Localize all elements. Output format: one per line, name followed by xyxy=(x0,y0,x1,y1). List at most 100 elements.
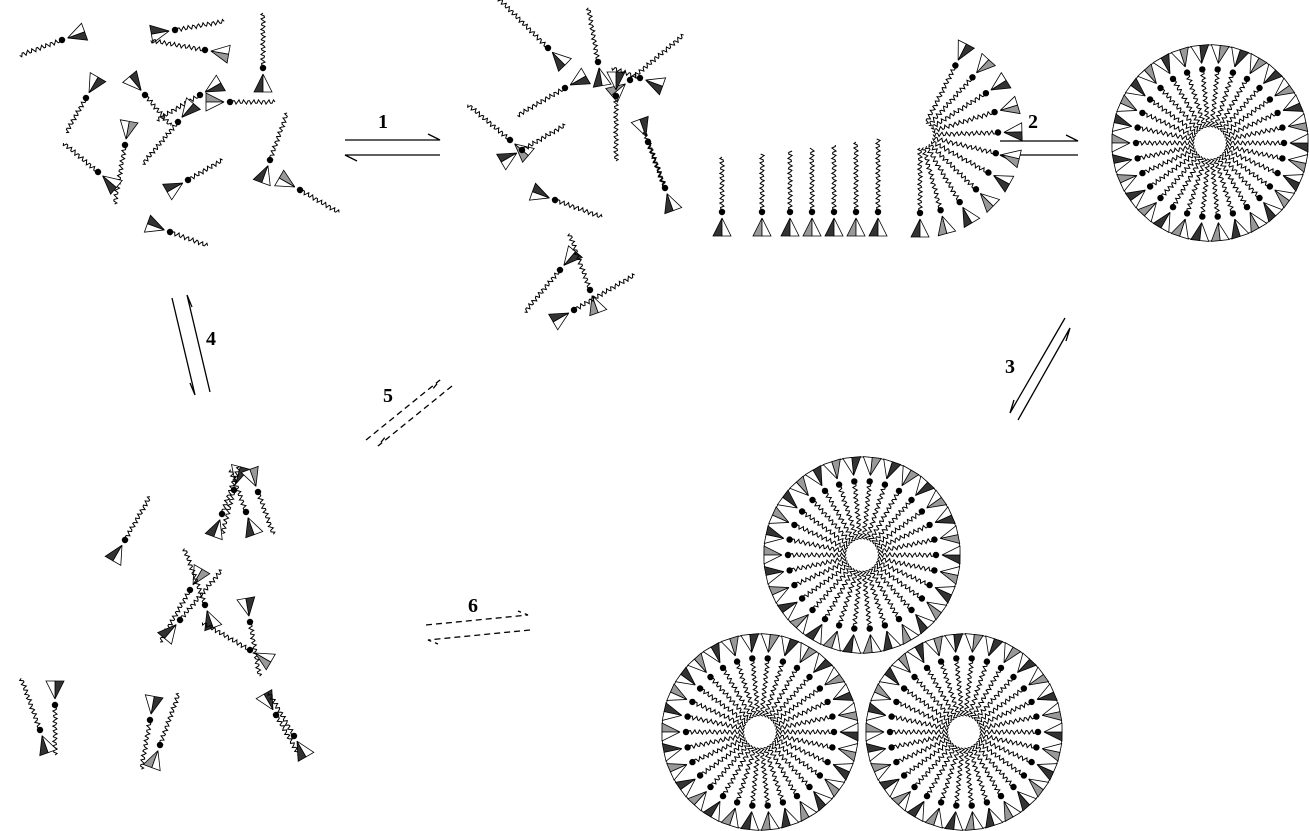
oligomers-cluster-top xyxy=(468,0,684,330)
amphiphile xyxy=(971,746,1021,821)
alkyl-tail xyxy=(788,151,792,212)
alkyl-tail xyxy=(614,96,618,161)
alkyl-tail xyxy=(114,145,126,204)
amphiphile xyxy=(1138,154,1200,222)
alkyl-tail xyxy=(1138,127,1195,141)
alkyl-tail xyxy=(980,730,1038,734)
amphiphile xyxy=(1153,54,1203,129)
tetrahedral-headgroup-face xyxy=(206,93,224,102)
tetrahedral-headgroup-face xyxy=(1290,134,1308,143)
alkyl-tail xyxy=(688,716,745,730)
amphiphile xyxy=(163,159,223,200)
alkyl-tail xyxy=(854,142,858,212)
linker-bead xyxy=(197,92,203,98)
amphiphile xyxy=(1112,145,1194,172)
vesicle-core xyxy=(1202,135,1218,151)
alkyl-tail xyxy=(767,668,797,719)
linker-bead xyxy=(587,287,593,293)
amphiphile xyxy=(878,526,960,553)
alkyl-tail xyxy=(1210,69,1219,127)
linker-bead xyxy=(969,74,975,80)
linker-bead xyxy=(1267,183,1273,189)
linker-bead xyxy=(1139,110,1145,116)
linker-bead xyxy=(829,744,835,750)
vesicle-shell xyxy=(866,634,1062,831)
linker-bead xyxy=(995,129,1001,135)
amphiphile xyxy=(1191,159,1210,242)
tetrahedral-headgroup-face xyxy=(662,732,680,741)
linker-bead xyxy=(1033,713,1039,719)
linker-bead xyxy=(1279,124,1285,130)
amphiphile xyxy=(843,457,862,539)
linker-bead xyxy=(172,27,178,33)
alkyl-tail xyxy=(933,137,996,153)
amphiphile xyxy=(862,571,881,653)
linker-bead xyxy=(562,85,568,91)
amphiphile xyxy=(1220,155,1283,222)
vesicle-aggregate xyxy=(662,457,1062,831)
tetrahedral-headgroup-face xyxy=(722,218,731,236)
alkyl-tail xyxy=(825,568,855,619)
alkyl-tail xyxy=(20,678,42,730)
alkyl-tail xyxy=(1200,69,1210,127)
alkyl-tail xyxy=(1136,141,1194,145)
linker-bead xyxy=(1134,124,1140,130)
linker-bead xyxy=(219,511,225,517)
linker-bead xyxy=(901,772,907,778)
amphiphile xyxy=(741,748,760,831)
amphiphile xyxy=(1210,45,1229,128)
amphiphile xyxy=(606,34,684,102)
tetrahedral-headgroup-face xyxy=(840,732,858,741)
amphiphile xyxy=(150,20,224,44)
linker-bead xyxy=(799,595,805,601)
linker-bead xyxy=(759,209,765,215)
linker-bead xyxy=(1021,772,1027,778)
linker-bead xyxy=(243,509,249,515)
alkyl-tail xyxy=(261,13,265,68)
linker-bead xyxy=(1215,66,1221,72)
linker-bead xyxy=(882,481,888,487)
step-label-3: 3 xyxy=(1005,356,1015,378)
linker-bead xyxy=(720,793,726,799)
linker-bead xyxy=(147,717,153,723)
tetrahedral-headgroup-face xyxy=(1191,46,1202,64)
tetrahedral-headgroup-face xyxy=(1218,223,1229,241)
tetrahedral-headgroup-face xyxy=(1112,134,1130,143)
linker-bead xyxy=(851,478,857,484)
alkyl-tail xyxy=(918,148,922,213)
linker-bead xyxy=(689,759,695,765)
linker-bead xyxy=(926,582,932,588)
equilibrium-arrow-5-dashed xyxy=(366,380,452,446)
alkyl-tail xyxy=(955,748,964,806)
alkyl-tail xyxy=(760,748,770,806)
linker-bead xyxy=(1279,155,1285,161)
alkyl-tail xyxy=(1225,145,1282,159)
vesicle-core xyxy=(854,547,870,563)
linker-bead xyxy=(247,647,253,653)
vesicle-core xyxy=(752,724,768,740)
linker-bead xyxy=(806,674,812,680)
linker-bead xyxy=(720,665,726,671)
alkyl-tail xyxy=(160,693,179,745)
vesicle xyxy=(1112,45,1308,242)
linker-bead xyxy=(780,658,786,664)
equilibrium-arrow-4 xyxy=(172,295,210,395)
linker-bead xyxy=(887,729,893,735)
amphiphile xyxy=(1138,64,1201,131)
linker-bead xyxy=(1157,195,1163,201)
linker-bead xyxy=(809,497,815,503)
alkyl-tail xyxy=(151,40,205,51)
amphiphile xyxy=(529,183,602,217)
linker-bead xyxy=(908,607,914,613)
amphiphile xyxy=(764,557,846,584)
tetrahedral-headgroup-face xyxy=(753,218,762,236)
linker-bead xyxy=(1133,140,1139,146)
linker-bead xyxy=(822,488,828,494)
tetrahedral-headgroup-face xyxy=(55,681,64,699)
tetrahedral-headgroup-face xyxy=(852,635,861,654)
amphiphile xyxy=(703,643,753,718)
linker-bead xyxy=(552,197,558,203)
oligomers-cluster-bottom xyxy=(20,465,314,771)
alkyl-tail xyxy=(20,39,62,57)
amphiphile xyxy=(770,653,832,721)
